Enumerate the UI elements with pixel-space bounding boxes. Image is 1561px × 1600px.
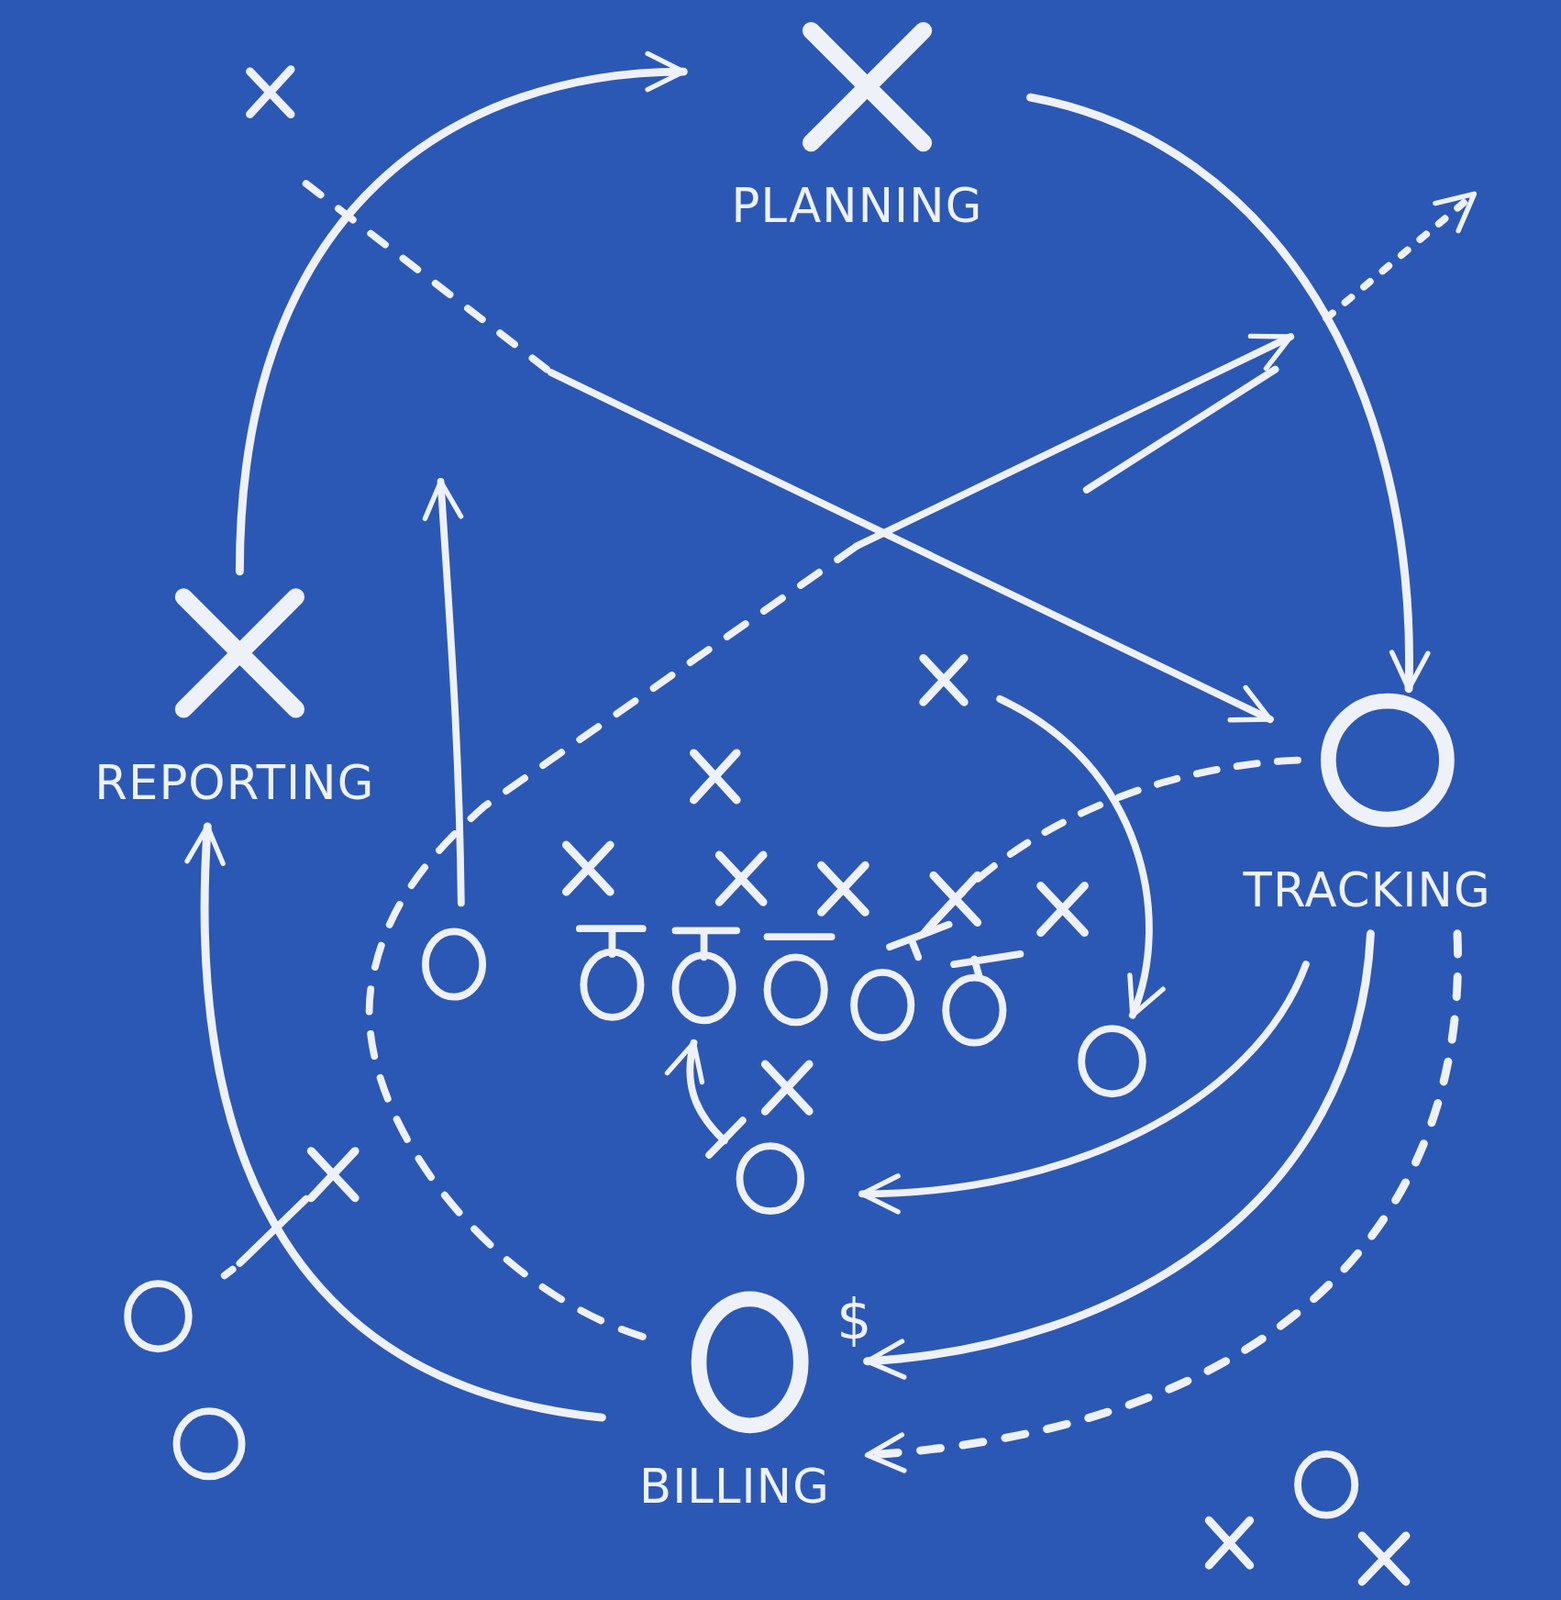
blocking-marks xyxy=(579,924,1021,1155)
dashed-route xyxy=(306,183,552,373)
x-player-node: REPORTING xyxy=(40,571,429,827)
dashed-flow-arrow xyxy=(867,933,1459,1455)
route-arrow xyxy=(862,963,1307,1194)
defense-marks xyxy=(250,69,1407,1582)
flow-arrow xyxy=(239,71,684,572)
route-arrow xyxy=(999,698,1150,1016)
o-mark xyxy=(1328,700,1447,820)
node-label: PLANNING xyxy=(683,178,1030,235)
flow-arrow xyxy=(204,826,602,1418)
dotted-route xyxy=(1326,193,1474,319)
offense-marks xyxy=(127,930,1355,1515)
chalk-stroke xyxy=(1086,369,1276,490)
flow-arrow xyxy=(1030,97,1410,689)
node-label: REPORTING xyxy=(40,754,429,811)
dashed-route xyxy=(923,760,1298,934)
x-mark xyxy=(183,597,296,709)
route-arrow xyxy=(689,1042,725,1141)
play-routes xyxy=(224,183,1475,1337)
route-arrow xyxy=(551,372,1271,720)
node-label: TRACKING xyxy=(1194,862,1541,919)
o-player-node: BILLING xyxy=(601,1290,867,1526)
dollar-sign: $ xyxy=(836,1287,872,1352)
flow-arrow xyxy=(867,933,1372,1362)
route-arrow xyxy=(856,336,1291,546)
o-player-node: TRACKING xyxy=(1194,688,1541,934)
o-mark xyxy=(698,1298,801,1426)
x-player-node: PLANNING xyxy=(683,15,1030,251)
node-label: BILLING xyxy=(601,1459,867,1516)
dashed-route xyxy=(369,545,858,1337)
x-mark xyxy=(810,30,923,143)
route-line xyxy=(224,1198,307,1275)
